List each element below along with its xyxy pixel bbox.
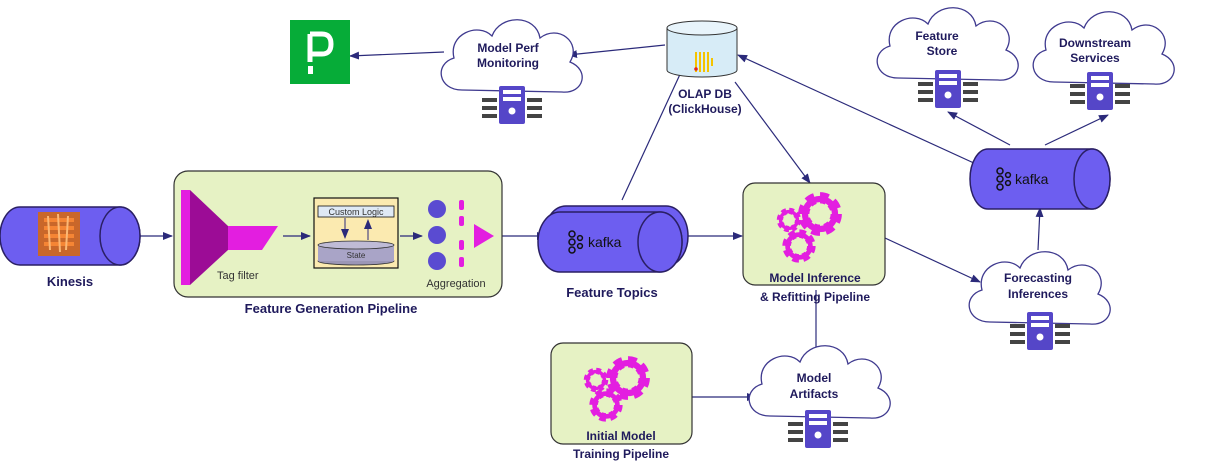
downstream-label-line2: Services xyxy=(1070,51,1120,65)
forecasting-inferences-node: Forecasting Inferences xyxy=(968,251,1111,350)
feature-store-label-line1: Feature xyxy=(915,29,959,43)
forecasting-label-line2: Inferences xyxy=(1008,287,1068,301)
kafka-to-feature-store-arrow xyxy=(947,111,1011,146)
clickhouse-icon xyxy=(694,52,713,72)
model-perf-monitoring-node: Model Perf Monitoring xyxy=(440,19,583,124)
downstream-services-node: Downstream Services xyxy=(1032,11,1175,110)
olap-label-line2: (ClickHouse) xyxy=(668,102,741,116)
initial-training-label-line2: Training Pipeline xyxy=(573,447,669,461)
custom-logic-box: Custom Logic State xyxy=(313,197,399,269)
output-kafka-node: kafka xyxy=(969,148,1111,210)
feature-generation-pipeline: Tag filter Custom Logic State Aggregatio… xyxy=(173,170,503,316)
kinesis-label: Kinesis xyxy=(47,274,93,289)
funnel-icon xyxy=(181,190,278,285)
feature-topics-label: Feature Topics xyxy=(566,285,658,300)
feature-generation-pipeline-label: Feature Generation Pipeline xyxy=(245,301,418,316)
initial-training-pipeline: Initial Model Training Pipeline xyxy=(550,342,693,461)
kafka-to-downstream-arrow xyxy=(1044,114,1109,146)
aggregation-icon xyxy=(428,200,494,270)
olap-to-monitoring-arrow xyxy=(567,44,666,59)
kinesis-node: Kinesis xyxy=(0,206,141,289)
model-artifacts-label-line1: Model xyxy=(797,371,832,385)
model-inference-label-line1: Model Inference xyxy=(769,271,861,285)
model-artifacts-label-line2: Artifacts xyxy=(790,387,839,401)
model-perf-label-line1: Model Perf xyxy=(477,41,539,55)
forecasting-to-kafka-arrow xyxy=(1035,207,1044,251)
model-inference-label-line2: & Refitting Pipeline xyxy=(760,290,870,304)
model-perf-label-line2: Monitoring xyxy=(477,56,539,70)
custom-logic-label: Custom Logic xyxy=(328,207,384,217)
olap-db-node: OLAP DB (ClickHouse) xyxy=(666,20,742,116)
monitoring-to-pagerduty-arrow xyxy=(349,51,445,60)
aggregation-label: Aggregation xyxy=(426,278,485,290)
feature-topics-node: kafka Feature Topics xyxy=(537,205,689,300)
feature-store-label-line2: Store xyxy=(927,44,958,58)
state-label: State xyxy=(347,251,366,260)
initial-training-label-line1: Initial Model xyxy=(586,429,655,443)
forecasting-label-line1: Forecasting xyxy=(1004,271,1072,285)
kafka-to-olap-arrow xyxy=(737,54,1001,176)
downstream-label-line1: Downstream xyxy=(1059,36,1131,50)
tag-filter-label: Tag filter xyxy=(217,270,259,282)
model-inference-pipeline: Model Inference & Refitting Pipeline xyxy=(742,182,886,304)
pagerduty-logo xyxy=(290,20,350,84)
olap-to-inference-arrow xyxy=(734,81,811,184)
database-icon xyxy=(666,20,738,78)
inference-to-forecasting-arrow xyxy=(884,237,981,283)
olap-label-line1: OLAP DB xyxy=(678,87,732,101)
model-artifacts-node: Model Artifacts xyxy=(748,345,891,448)
feature-store-node: Feature Store xyxy=(876,7,1019,108)
connectors xyxy=(140,44,1109,401)
kinesis-icon xyxy=(38,212,80,256)
kafka-to-olap-line xyxy=(621,69,683,201)
kafka-label: kafka xyxy=(1015,171,1049,187)
kafka-label: kafka xyxy=(588,234,622,250)
